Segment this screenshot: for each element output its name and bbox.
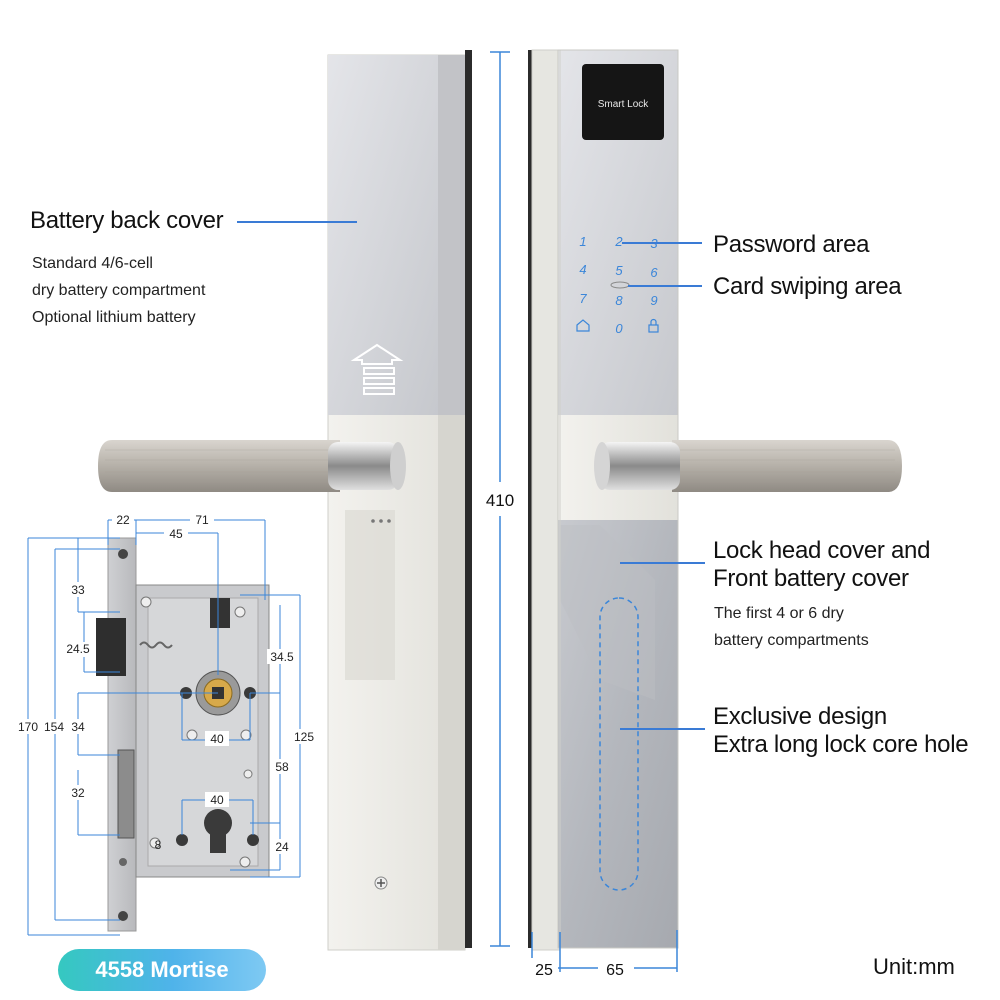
battery-back-cover-leader	[237, 221, 357, 223]
card-swiping-area-leader	[628, 285, 702, 287]
mortise-badge: 4558 Mortise	[58, 949, 266, 991]
lock-head-cover-title-1: Lock head cover and	[713, 537, 931, 564]
home-icon[interactable]	[576, 319, 590, 332]
front-panel: Smart Lock 1 2 3 4 5 6 7 8 9 0	[531, 49, 679, 951]
dim-22: 22	[116, 513, 130, 527]
screw-icon	[374, 876, 388, 890]
key-2[interactable]: 2	[614, 234, 623, 249]
lock-core-hole	[599, 597, 639, 891]
password-area-leader	[622, 242, 702, 244]
key-6[interactable]: 6	[650, 265, 658, 280]
dim-154: 154	[44, 720, 64, 734]
battery-back-cover-line-2: dry battery compartment	[32, 282, 206, 299]
battery-back-cover-line-1: Standard 4/6-cell	[32, 255, 153, 272]
key-0[interactable]: 0	[615, 321, 623, 336]
card-swiping-area-title: Card swiping area	[713, 273, 902, 300]
dim-170: 170	[18, 720, 38, 734]
key-7[interactable]: 7	[579, 291, 587, 306]
mortise-dimension-labels: 22 71 45 33 24.5 170 154 34 32 40 40 8 3…	[14, 512, 318, 854]
dim-58: 58	[275, 760, 289, 774]
dim-40-upper: 40	[210, 732, 224, 746]
front-handle[interactable]	[594, 440, 902, 492]
vent-dots-icon	[371, 519, 391, 523]
dim-40-lower: 40	[210, 793, 224, 807]
arrow-up-icon	[350, 343, 404, 395]
lock-head-cover-line-2: battery compartments	[714, 632, 869, 649]
width-value-25: 25	[535, 962, 553, 979]
dim-8: 8	[155, 838, 162, 852]
exclusive-design-title-1: Exclusive design	[713, 703, 887, 730]
unit-label: Unit:mm	[873, 954, 955, 979]
key-4[interactable]: 4	[579, 262, 586, 277]
key-9[interactable]: 9	[650, 293, 657, 308]
back-handle[interactable]	[98, 440, 406, 492]
battery-back-cover-title: Battery back cover	[30, 207, 224, 234]
lock-head-cover-title-2: Front battery cover	[713, 565, 909, 592]
dim-34: 34	[71, 720, 85, 734]
lock-head-cover-line-1: The first 4 or 6 dry	[714, 605, 844, 622]
back-panel	[327, 54, 466, 951]
lcd-screen	[582, 64, 664, 140]
key-8[interactable]: 8	[615, 293, 623, 308]
width-value-65: 65	[606, 962, 624, 979]
mortise-dimension-lines	[27, 519, 301, 936]
dim-71: 71	[195, 513, 209, 527]
dim-33: 33	[71, 583, 85, 597]
exclusive-design-leader	[620, 728, 705, 730]
mortise-lock	[96, 537, 270, 932]
key-1[interactable]: 1	[579, 234, 586, 249]
dim-34-5: 34.5	[270, 650, 294, 664]
dim-24: 24	[275, 840, 289, 854]
dim-125: 125	[294, 730, 314, 744]
lock-head-cover-leader	[620, 562, 705, 564]
height-dimension	[490, 51, 510, 947]
lock-icon[interactable]	[648, 318, 659, 333]
dim-32: 32	[71, 786, 85, 800]
battery-back-cover-line-3: Optional lithium battery	[32, 309, 196, 326]
password-area-title: Password area	[713, 231, 870, 258]
dim-45: 45	[169, 527, 183, 541]
dim-24-5: 24.5	[66, 642, 90, 656]
key-5[interactable]: 5	[615, 263, 623, 278]
height-value: 410	[486, 491, 514, 510]
screen-text: Smart Lock	[598, 99, 650, 110]
exclusive-design-title-2: Extra long lock core hole	[713, 731, 969, 758]
